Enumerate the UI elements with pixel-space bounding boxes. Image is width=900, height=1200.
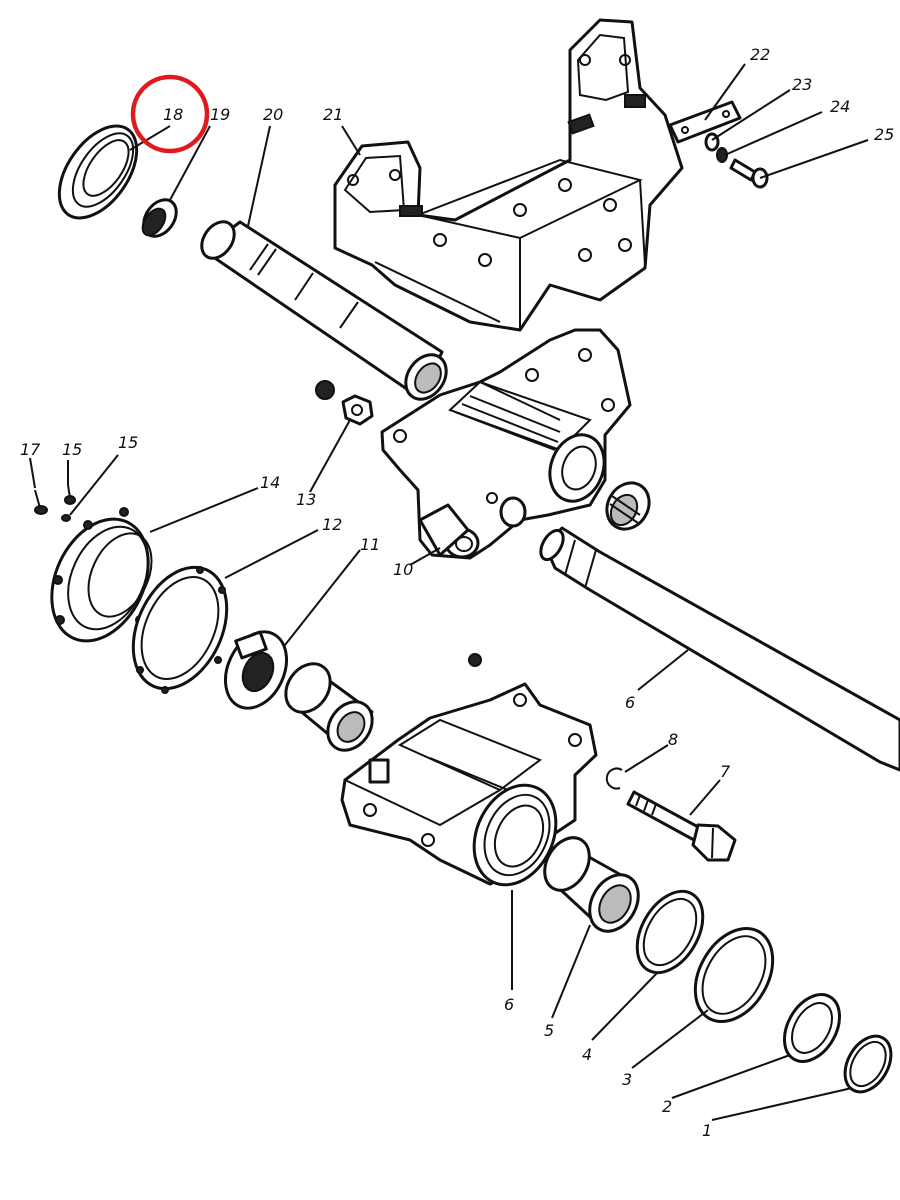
- label-5: 5: [544, 1021, 554, 1040]
- label-19: 19: [210, 105, 230, 124]
- part-2-ring: [783, 993, 841, 1063]
- label-3: 3: [622, 1070, 632, 1089]
- label-17: 17: [20, 440, 41, 459]
- label-14: 14: [260, 473, 280, 492]
- highlight-circle: [130, 74, 210, 154]
- part-3-thrust-washer: [693, 926, 775, 1024]
- part-21-bracket: [333, 18, 684, 332]
- part-sleeve: [284, 662, 374, 752]
- part-22-plate: [668, 100, 742, 144]
- label-12: 12: [322, 515, 342, 534]
- part-8-snap-ring: [605, 767, 623, 790]
- label-10: 10: [393, 560, 413, 579]
- label-8: 8: [668, 730, 678, 749]
- part-15-screw-a: [64, 484, 76, 505]
- part-19-bushing: [141, 198, 178, 238]
- label-22: 22: [750, 45, 770, 64]
- label-15b: 15: [118, 433, 138, 452]
- part-15-screw-b: [61, 514, 71, 522]
- leader-lines: [29, 63, 869, 1121]
- grease-nipple-icon: [468, 653, 482, 667]
- part-17-screw: [34, 489, 48, 515]
- label-21: 21: [323, 105, 343, 124]
- part-12-gasket: [131, 565, 229, 694]
- label-1: 1: [702, 1121, 712, 1140]
- label-4: 4: [582, 1045, 592, 1064]
- label-2: 2: [662, 1097, 672, 1116]
- part-4-seal-ring: [635, 889, 705, 975]
- label-11: 11: [360, 535, 380, 554]
- part-25-bolt: [729, 158, 769, 189]
- part-labels: 18 19 20 21 22 23 24 25 17 15 15 14 13 1…: [20, 45, 894, 1140]
- part-20-shaft: [200, 220, 448, 401]
- part-13-nut: [315, 380, 374, 426]
- part-7-bolt: [626, 790, 737, 862]
- label-9: 6: [625, 693, 635, 712]
- part-5-bushing: [543, 836, 640, 933]
- part-11-collar: [224, 630, 288, 710]
- label-15a: 15: [62, 440, 82, 459]
- part-1-o-ring: [843, 1034, 893, 1094]
- part-18-seal-ring: [57, 124, 139, 220]
- label-25: 25: [874, 125, 894, 144]
- part-axle-shaft: [539, 526, 900, 772]
- part-bearing: [605, 481, 651, 531]
- label-7: 7: [720, 762, 731, 781]
- part-6-lower-housing: [340, 682, 598, 887]
- label-18: 18: [163, 105, 183, 124]
- part-10-housing: [380, 328, 632, 560]
- label-23: 23: [792, 75, 812, 94]
- label-6: 6: [504, 995, 514, 1014]
- label-13: 13: [296, 490, 316, 509]
- label-20: 20: [263, 105, 283, 124]
- label-24: 24: [830, 97, 850, 116]
